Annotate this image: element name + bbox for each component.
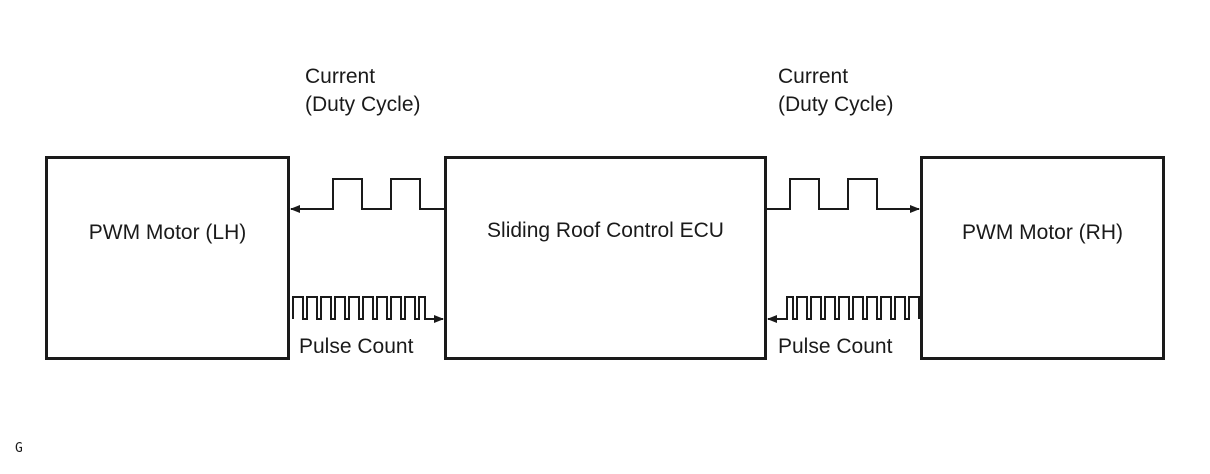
pwm-motor-lh-block: PWM Motor (LH) xyxy=(45,156,290,360)
current-label-left-line2: (Duty Cycle) xyxy=(305,93,421,116)
current-waveform-right xyxy=(767,178,920,213)
pwm-motor-rh-block: PWM Motor (RH) xyxy=(920,156,1165,360)
ecu-label: Sliding Roof Control ECU xyxy=(487,219,724,242)
current-label-left: Current (Duty Cycle) xyxy=(305,63,421,119)
current-label-right-line1: Current xyxy=(778,65,849,88)
current-label-left-line1: Current xyxy=(305,65,376,88)
figure-mark: G xyxy=(15,441,23,456)
ecu-block: Sliding Roof Control ECU xyxy=(444,156,767,360)
current-waveform-left xyxy=(290,178,444,213)
current-label-right: Current (Duty Cycle) xyxy=(778,63,894,119)
pwm-motor-lh-label: PWM Motor (LH) xyxy=(88,221,247,244)
pulse-waveform-right xyxy=(767,296,920,323)
current-label-right-line2: (Duty Cycle) xyxy=(778,93,894,116)
pulse-waveform-left xyxy=(292,296,444,323)
pulse-count-label-left: Pulse Count xyxy=(299,335,414,358)
pulse-count-label-right: Pulse Count xyxy=(778,335,893,358)
pwm-motor-rh-label: PWM Motor (RH) xyxy=(962,221,1123,244)
